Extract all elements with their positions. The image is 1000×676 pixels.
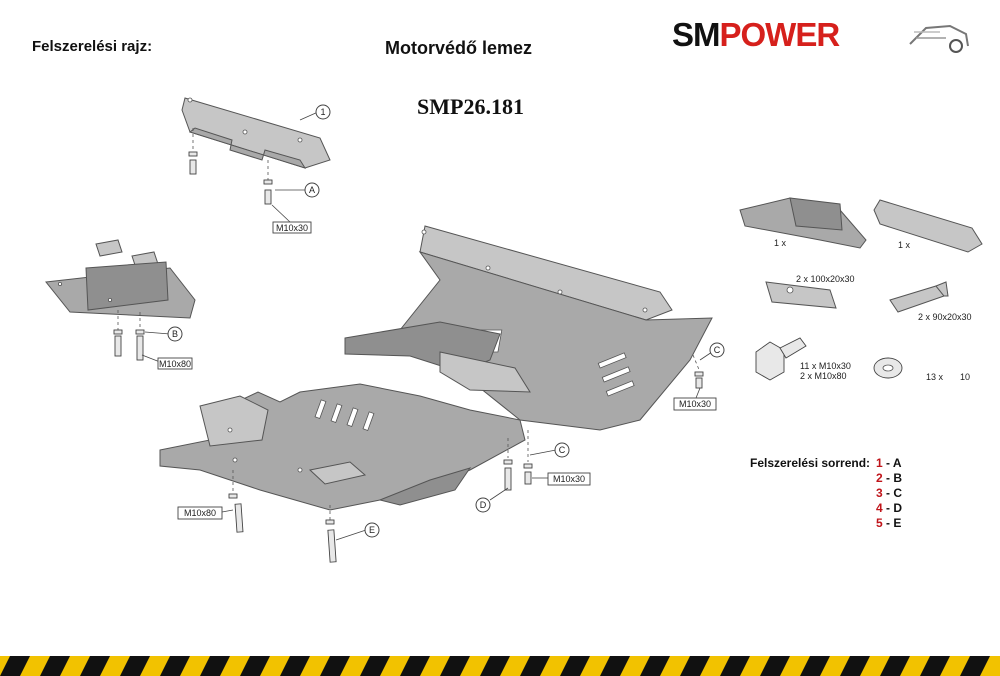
bolt-label-left: M10x80: [159, 359, 191, 369]
callout-1: [315, 104, 331, 120]
part1-qty: 1 x: [774, 238, 787, 248]
logo-text-sm: SM: [672, 16, 720, 53]
callout-b-text: B: [172, 329, 178, 339]
callout-a: [304, 182, 320, 198]
bolt-label-bottom-c: M10x30: [553, 474, 585, 484]
bolt-label-bottom-left: M10x80: [184, 508, 216, 518]
order-step: 2 - B: [876, 471, 903, 485]
bolt-label-bottom-c-box: [547, 472, 591, 486]
parts-list: [739, 197, 983, 381]
smpower-logo: SMPOWER: [672, 16, 972, 56]
page-title: Motorvédő lemez: [385, 38, 533, 58]
order-step: 4 - D: [876, 501, 903, 515]
assembly-drawing: .plate{fill:#a9a9a9;stroke:#555;stroke-w…: [45, 97, 983, 563]
drawing-label: Felszerelési rajz:: [32, 38, 153, 55]
order-step: 1 - A: [876, 456, 902, 470]
callout-c-right-text: C: [714, 345, 721, 355]
bolt-label-left-box: [157, 357, 193, 370]
plate1-label: 2 x 100x20x30: [796, 274, 855, 284]
order-heading: Felszerelési sorrend:: [750, 456, 871, 470]
callout-e-text: E: [369, 525, 375, 535]
callout-d: [475, 497, 491, 513]
washer-size: 10: [960, 372, 970, 382]
callout-c-bottom-text: C: [559, 445, 566, 455]
order-step: 3 - C: [876, 486, 903, 500]
part2-qty: 1 x: [898, 240, 911, 250]
bolt-qty-line2: 2 x M10x80: [800, 371, 847, 381]
bolt-label-top: M10x30: [276, 223, 308, 233]
callout-c-bottom: [554, 442, 570, 458]
callout-d-text: D: [480, 500, 487, 510]
callout-c-right: [709, 342, 725, 358]
bolt-qty-line1: 11 x M10x30: [800, 361, 851, 371]
callout-a-text: A: [309, 185, 315, 195]
logo-text-power: POWER: [719, 16, 841, 53]
top-bracket: [181, 97, 331, 223]
left-bracket: [45, 239, 196, 363]
bolt-label-top-box: [272, 221, 312, 234]
bolt-label-right-c: M10x30: [679, 399, 711, 409]
product-code: SMP26.181: [417, 94, 524, 119]
callout-b: [167, 326, 183, 342]
callout-e: [364, 522, 380, 538]
callout-1-text: 1: [320, 107, 325, 117]
motorcycle-icon: [909, 24, 969, 53]
washer-qty: 13 x: [926, 372, 944, 382]
hazard-stripe-bar: [0, 656, 1000, 676]
bolt-label-bottom-left-box: [177, 506, 223, 520]
bolt-label-right-c-box: [673, 397, 717, 411]
main-skid-plate: [159, 225, 713, 563]
plate2-label: 2 x 90x20x30: [918, 312, 972, 322]
order-step: 5 - E: [876, 516, 902, 530]
